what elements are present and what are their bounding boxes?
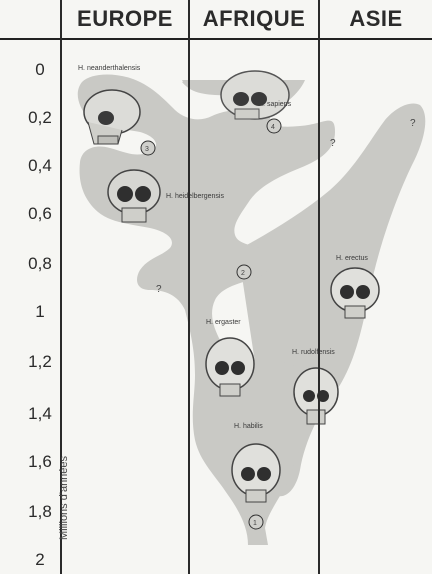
question-mark-europe: ?	[156, 284, 162, 295]
marker-3-label: 3	[145, 146, 149, 153]
label-heidelbergensis: H. heidelbergensis	[166, 193, 224, 200]
marker-3: 3	[140, 140, 156, 156]
marker-1: 1	[248, 514, 264, 530]
divider-afrique-asie	[318, 0, 320, 574]
tick-0-4: 0,4	[28, 156, 52, 175]
skull-erectus	[330, 267, 380, 319]
tick-1-2: 1,2	[28, 352, 52, 371]
divider-europe-afrique	[188, 0, 190, 574]
tick-1-6: 1,6	[28, 452, 52, 471]
marker-2: 2	[236, 264, 252, 280]
label-neanderthalensis: H. neanderthalensis	[78, 65, 141, 72]
label-ergaster: H. ergaster	[206, 319, 241, 326]
divider-axis-europe	[60, 0, 62, 574]
tick-2: 2	[35, 550, 45, 569]
question-mark-asia-right: ?	[410, 118, 416, 129]
marker-2-label: 2	[241, 270, 245, 277]
tick-1: 1	[35, 302, 45, 321]
skull-neanderthalensis	[83, 89, 141, 145]
label-erectus: H. erectus	[336, 255, 368, 262]
skull-heidelbergensis	[107, 169, 161, 223]
column-title-asie: ASIE	[349, 6, 403, 31]
question-mark-asia-left: ?	[330, 138, 336, 149]
tick-1-8: 1,8	[28, 502, 52, 521]
column-header-bar	[0, 0, 432, 40]
column-title-afrique: AFRIQUE	[202, 6, 306, 31]
skull-ergaster	[205, 337, 255, 397]
skull-rudolfensis	[293, 367, 339, 425]
skull-sapiens	[220, 70, 290, 120]
marker-4: 4	[266, 118, 282, 134]
axis-label-millions: Millions d'années	[58, 455, 70, 540]
tick-0-6: 0,6	[28, 204, 52, 223]
tick-0-2: 0,2	[28, 108, 52, 127]
label-habilis: H. habilis	[234, 423, 263, 430]
label-rudolfensis: H. rudolfensis	[292, 349, 335, 356]
marker-4-label: 4	[271, 124, 275, 131]
label-sapiens: H. sapiens	[258, 101, 292, 108]
column-title-europe: EUROPE	[77, 6, 173, 31]
tick-0: 0	[35, 60, 45, 79]
skull-habilis	[231, 443, 281, 503]
marker-1-label: 1	[253, 520, 257, 527]
tick-1-4: 1,4	[28, 404, 52, 423]
tick-0-8: 0,8	[28, 254, 52, 273]
